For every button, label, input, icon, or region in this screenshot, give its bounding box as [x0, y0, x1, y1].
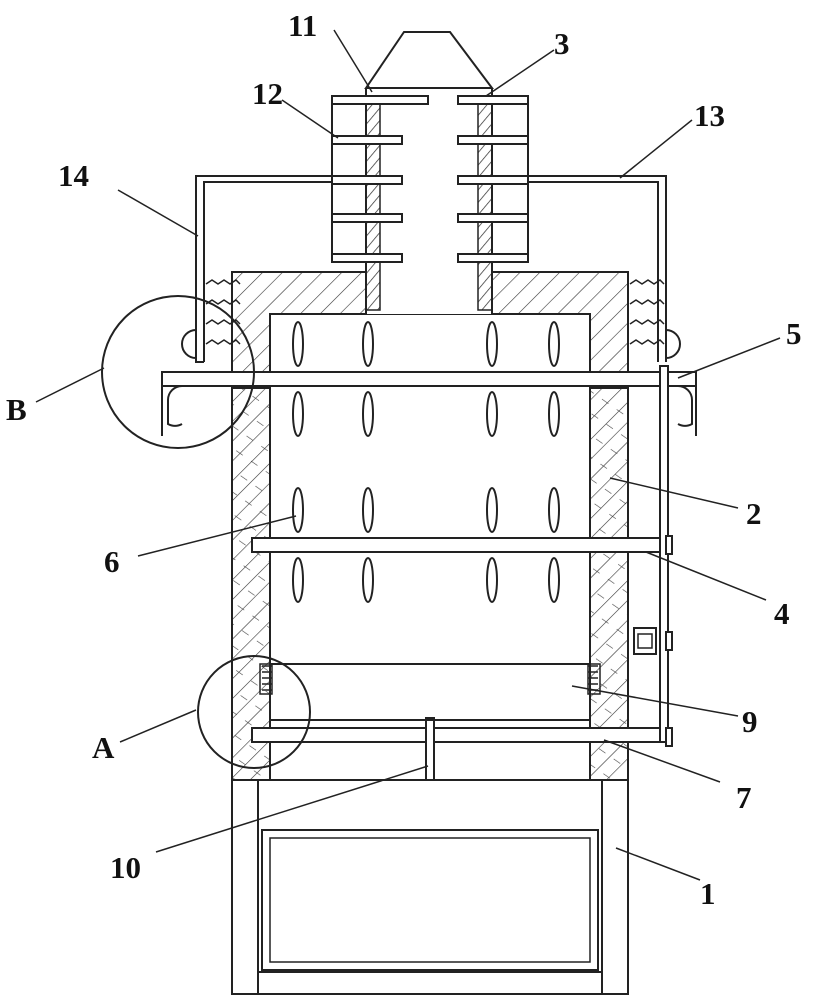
- label-3: 3: [554, 26, 570, 61]
- detail-circles: [101, 295, 311, 769]
- label-4: 4: [774, 596, 790, 631]
- label-6: 6: [104, 544, 120, 579]
- label-11: 11: [288, 8, 317, 43]
- baffles-right: [457, 95, 529, 263]
- crushing-blades: [292, 321, 560, 603]
- label-A: A: [92, 730, 115, 765]
- base-cabinet: [231, 779, 629, 995]
- side-frame: [161, 175, 697, 436]
- label-12: 12: [252, 76, 283, 111]
- label-10: 10: [110, 850, 141, 885]
- label-9: 9: [742, 704, 758, 739]
- inlet-assembly: [331, 31, 529, 314]
- label-7: 7: [736, 780, 752, 815]
- label-13: 13: [694, 98, 725, 133]
- label-1: 1: [700, 876, 716, 911]
- housing: [231, 271, 629, 781]
- middle-shaft: [251, 537, 663, 553]
- upper-shaft: [161, 371, 697, 387]
- label-5: 5: [786, 316, 802, 351]
- label-2: 2: [746, 496, 762, 531]
- drive-rod: [633, 365, 673, 747]
- leader-lines: [35, 29, 781, 881]
- screen-plate: [259, 663, 601, 721]
- callout-labels: 11 3 12 13 14 5 B 2 6 4 9 A 7 10 1: [6, 8, 802, 911]
- baffles-left: [331, 95, 429, 263]
- label-14: 14: [58, 158, 89, 193]
- label-B: B: [6, 392, 27, 427]
